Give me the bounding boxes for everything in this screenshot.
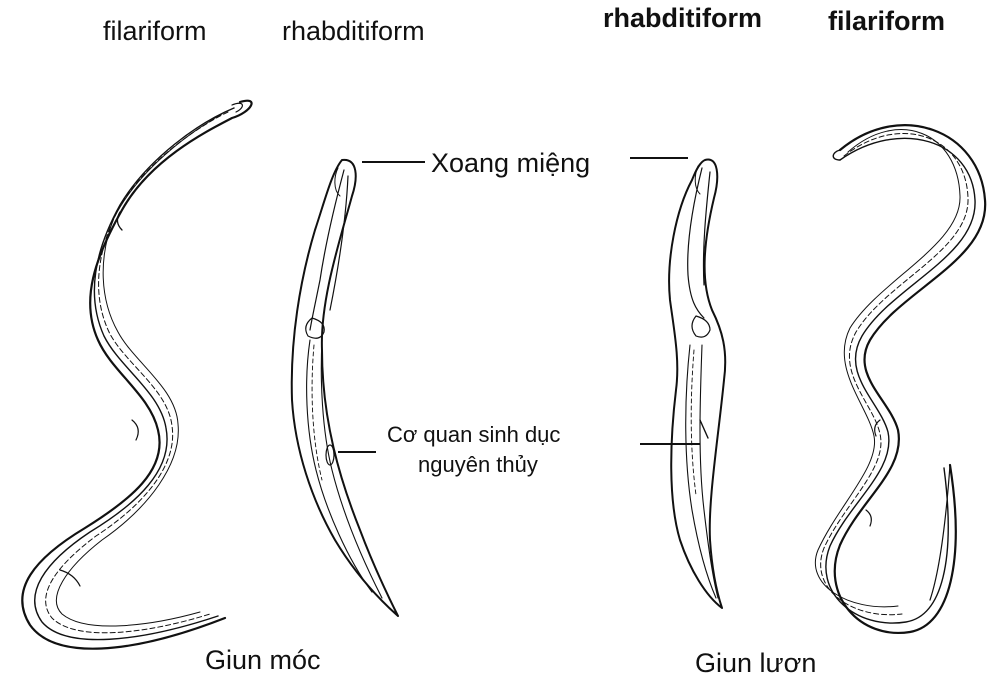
hookworm-filariform-larva: [22, 101, 251, 649]
strongyloides-rhabditiform-larva: [669, 159, 725, 608]
label-leader-lines: [338, 158, 700, 452]
strongyloides-filariform-larva: [815, 125, 985, 633]
label-mouth-cavity: Xoang miệng: [431, 148, 590, 178]
label-genital-organ-line2: nguyên thủy: [418, 452, 538, 477]
label-rhabditiform-right: rhabditiform: [603, 3, 762, 33]
label-filariform-left: filariform: [103, 16, 207, 46]
label-hookworm: Giun móc: [205, 645, 321, 675]
label-genital-organ-line1: Cơ quan sinh dục: [387, 422, 560, 447]
hookworm-rhabditiform-larva: [292, 160, 398, 616]
label-strongyloides: Giun lươn: [695, 648, 816, 678]
label-rhabditiform-left: rhabditiform: [282, 16, 425, 46]
label-filariform-right: filariform: [828, 6, 945, 36]
